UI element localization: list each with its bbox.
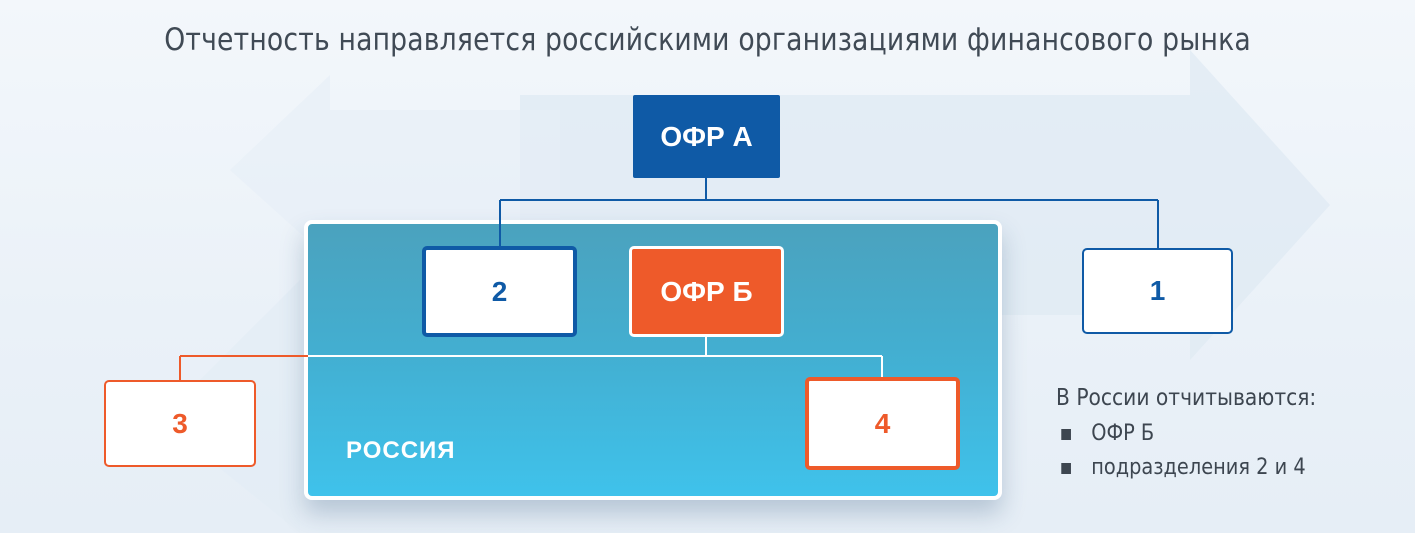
- unit-1-box: 1: [1082, 248, 1233, 334]
- unit-4-box: 4: [805, 377, 960, 470]
- note-title: В России отчитываются:: [1056, 385, 1317, 411]
- square-bullet-icon: [1061, 462, 1071, 474]
- connector-to-3: [179, 355, 308, 382]
- note-item-label: подразделения 2 и 4: [1091, 455, 1306, 480]
- ofr-b-box: ОФР Б: [629, 246, 784, 337]
- square-bullet-icon: [1061, 428, 1071, 440]
- note-list: ОФР Б подразделения 2 и 4: [1056, 417, 1316, 485]
- unit-2-box: 2: [422, 246, 577, 337]
- background-arrow-left-top: [230, 75, 560, 260]
- note-item-label: ОФР Б: [1091, 421, 1155, 446]
- note-item: подразделения 2 и 4: [1056, 451, 1316, 485]
- note-item: ОФР Б: [1056, 417, 1316, 451]
- ofr-a-box: ОФР А: [633, 95, 780, 178]
- reporting-note: В России отчитываются: ОФР Б подразделен…: [1056, 385, 1316, 485]
- russia-label: РОССИЯ: [346, 437, 456, 464]
- page-title: Отчетность направляется российскими орга…: [164, 22, 1251, 58]
- unit-3-box: 3: [104, 380, 256, 467]
